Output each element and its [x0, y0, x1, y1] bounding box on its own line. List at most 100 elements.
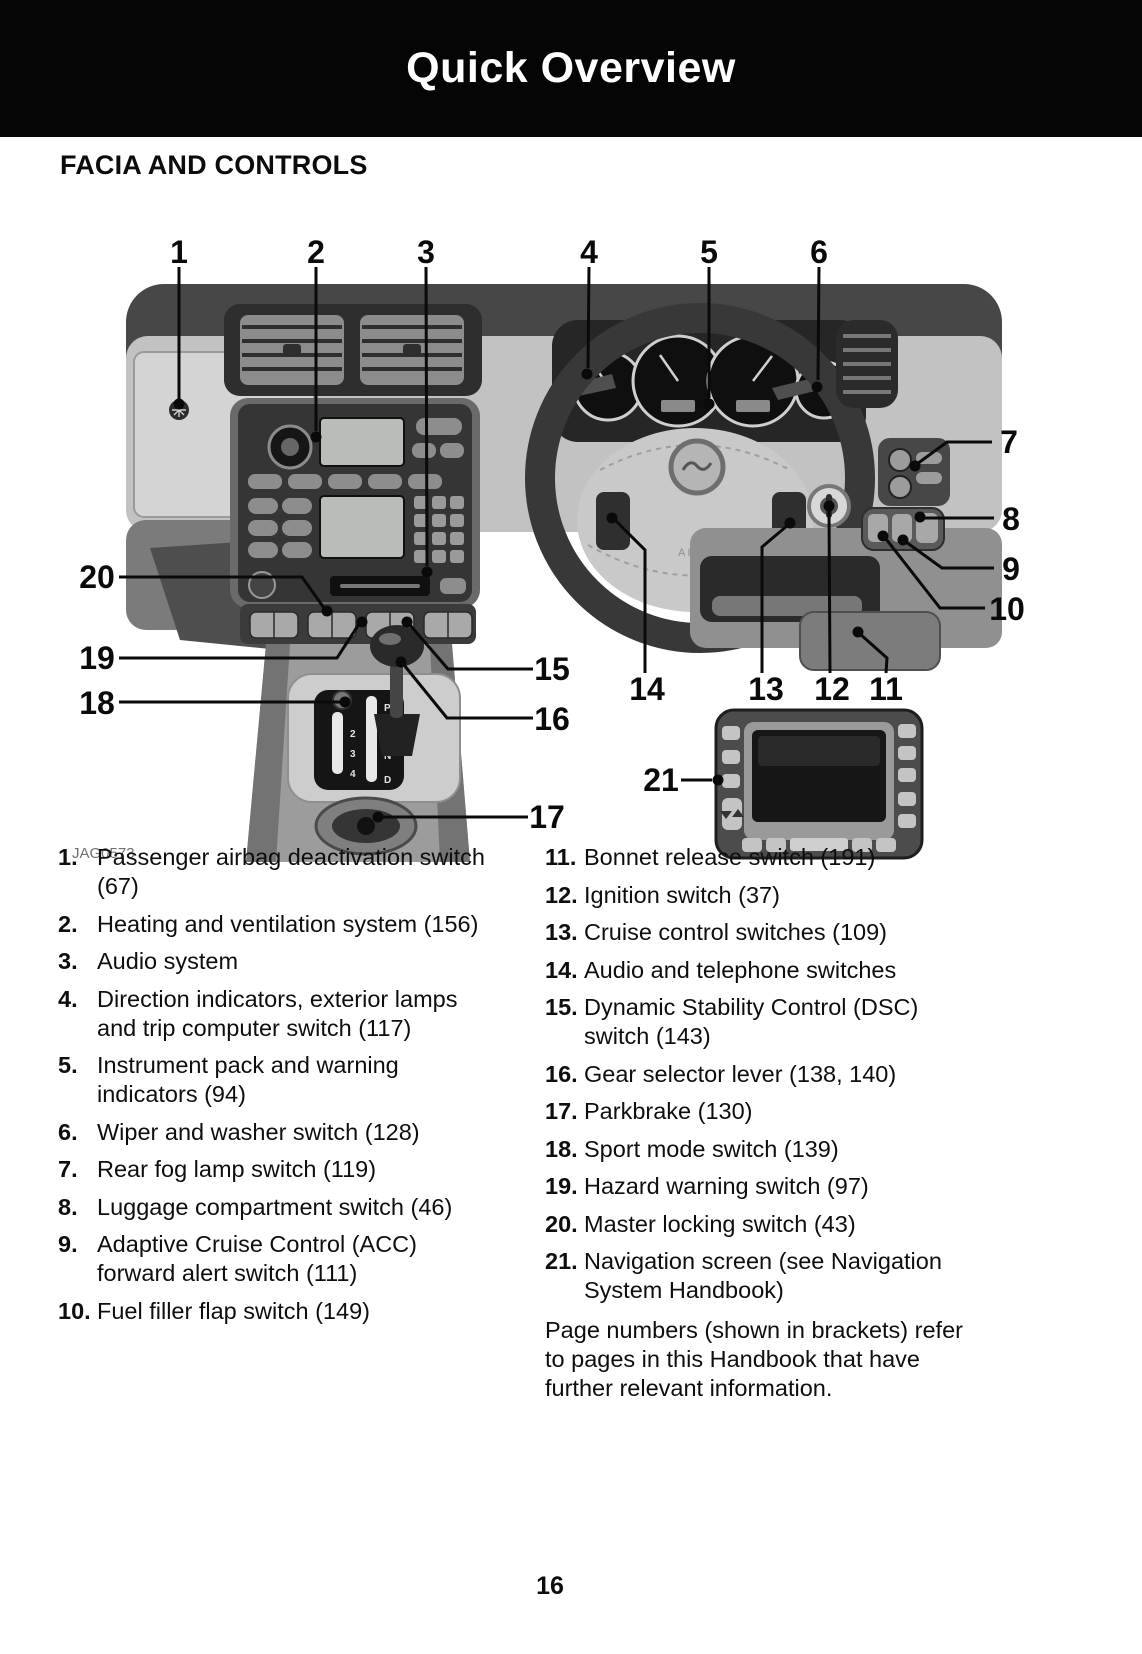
- callout-label-15: 15: [534, 651, 570, 687]
- legend-item-20: 20.Master locking switch (43): [545, 1210, 1035, 1239]
- legend-item-text: Rear fog lamp switch (119): [97, 1156, 377, 1182]
- legend-item-16: 16.Gear selector lever (138, 140): [545, 1060, 1035, 1089]
- legend-item-number: 20.: [545, 1210, 578, 1237]
- callout-label-11: 11: [869, 671, 903, 707]
- legend-item-15: 15.Dynamic Stability Control (DSC) switc…: [545, 993, 1035, 1051]
- legend-item-number: 16.: [545, 1060, 578, 1087]
- legend-item-number: 2.: [58, 910, 78, 937]
- climate-display: [319, 417, 405, 467]
- legend-item-text: Ignition switch (37): [584, 881, 780, 908]
- callout-label-18: 18: [79, 685, 115, 721]
- gear-lever: [390, 662, 403, 718]
- figure-code: JAG0573: [72, 845, 135, 862]
- legend-item-18: 18.Sport mode switch (139): [545, 1135, 1035, 1164]
- gear-letter-d: D: [384, 775, 391, 786]
- facia-controls-illustration: P R N D 2 3 4 AIR: [79, 234, 1025, 862]
- callout-dot-5: [703, 398, 715, 410]
- callout-leader-4: [586, 266, 591, 369]
- callout-leader-20: [119, 575, 326, 609]
- legend-item-number: 4.: [58, 985, 78, 1012]
- legend-item-text: Adaptive Cruise Control (ACC) forward al…: [97, 1231, 417, 1286]
- legend-item-text: Master locking switch (43): [584, 1210, 856, 1237]
- callout-dot-1: [173, 398, 185, 410]
- legend-item-text: Luggage compartment switch (46): [97, 1193, 453, 1220]
- page-number: 16: [536, 1572, 564, 1600]
- dashboard-art: P R N D 2 3 4 AIR: [126, 284, 1002, 862]
- legend-item-21: 21.Navigation screen (see Navigation Sys…: [545, 1247, 1035, 1305]
- legend-item-number: 13.: [545, 919, 578, 945]
- callout-label-10: 10: [989, 591, 1025, 627]
- legend-item-text: Cruise control switches (109): [584, 919, 887, 945]
- callout-label-13: 13: [748, 671, 784, 707]
- callout-leader-15: [408, 624, 533, 671]
- callout-label-1: 1: [170, 234, 188, 270]
- gear-letter-2: 2: [350, 729, 356, 740]
- callout-leader-9: [905, 540, 994, 570]
- legend-item-text: Heating and ventilation system (156): [97, 910, 479, 937]
- legend-item-19: 19.Hazard warning switch (97): [545, 1172, 1035, 1201]
- callout-leader-6: [816, 266, 821, 381]
- legend-item-text: Passenger airbag deactivation switch (67…: [97, 844, 485, 899]
- legend-item-8: 8.Luggage compartment switch (46): [58, 1193, 530, 1222]
- callout-leader-11: [859, 632, 889, 674]
- callout-dot-7: [909, 460, 921, 472]
- legend-item-text: Gear selector lever (138, 140): [584, 1060, 897, 1087]
- legend-item-number: 11.: [545, 844, 577, 870]
- callout-leader-13: [760, 523, 789, 673]
- callout-dot-19: [356, 616, 368, 628]
- callout-dot-4: [581, 368, 593, 380]
- callout-dot-16: [395, 656, 407, 668]
- legend-item-7: 7. Rear fog lamp switch (119): [58, 1155, 530, 1184]
- legend-item-number: 19.: [545, 1173, 578, 1199]
- callout-dot-10: [877, 530, 889, 542]
- page-title: Quick Overview: [406, 44, 736, 92]
- callout-leader-14: [613, 518, 647, 673]
- legend-item-3: 3. Audio system: [58, 947, 530, 976]
- callout-leader-12: [827, 509, 832, 674]
- callout-label-21: 21: [643, 762, 679, 798]
- callout-label-12: 12: [814, 671, 850, 707]
- legend-item-2: 2. Heating and ventilation system (156): [58, 910, 530, 939]
- callout-label-2: 2: [307, 234, 325, 270]
- callout-dot-15: [401, 616, 413, 628]
- callout-leader-7: [916, 440, 992, 466]
- callout-leader-19: [119, 623, 361, 660]
- legend-item-number: 3.: [58, 948, 78, 974]
- navigation-unit: [714, 708, 924, 860]
- legend-item-text: Dynamic Stability Control (DSC) switch (…: [584, 994, 919, 1049]
- legend-item-text: Instrument pack and warning indicators (…: [97, 1052, 399, 1107]
- callout-leader-16: [402, 664, 533, 720]
- callout-label-17: 17: [529, 799, 565, 835]
- legend-item-number: 7.: [58, 1156, 78, 1182]
- legend-item-11: 11. Bonnet release switch (191): [545, 843, 1035, 872]
- page-banner: Quick Overview: [0, 0, 1142, 137]
- legend-item-text: Bonnet release switch (191): [584, 844, 876, 870]
- legend-item-17: 17.Parkbrake (130): [545, 1097, 1035, 1126]
- legend-column-left: 1.Passenger airbag deactivation switch (…: [58, 843, 530, 1334]
- legend-item-12: 12.Ignition switch (37): [545, 881, 1035, 910]
- legend-item-14: 14.Audio and telephone switches: [545, 956, 1035, 985]
- legend-item-number: 10.: [58, 1297, 91, 1324]
- legend-item-13: 13.Cruise control switches (109): [545, 918, 1035, 947]
- legend-item-number: 14.: [545, 956, 578, 983]
- callout-label-8: 8: [1002, 501, 1020, 537]
- legend-item-text: Audio system: [97, 948, 239, 974]
- callout-dot-6: [811, 381, 823, 393]
- legend-item-text: Navigation screen (see Navigation System…: [584, 1248, 942, 1303]
- callout-label-7: 7: [1000, 424, 1018, 460]
- legend-item-number: 15.: [545, 994, 578, 1020]
- callout-dot-21: [712, 774, 724, 786]
- legend-item-text: Direction indicators, exterior lamps and…: [97, 985, 458, 1041]
- callout-label-9: 9: [1002, 551, 1020, 587]
- callout-label-14: 14: [629, 671, 665, 707]
- gear-letter-3: 3: [350, 749, 356, 760]
- callout-label-20: 20: [79, 559, 115, 595]
- callout-leader-3: [424, 266, 429, 567]
- callout-dot-3: [421, 566, 433, 578]
- callout-label-19: 19: [79, 640, 115, 676]
- callout-label-16: 16: [534, 701, 570, 737]
- legend-item-text: Fuel filler flap switch (149): [97, 1297, 370, 1324]
- legend-item-text: Parkbrake (130): [584, 1098, 753, 1124]
- gear-letter-n: N: [384, 751, 391, 762]
